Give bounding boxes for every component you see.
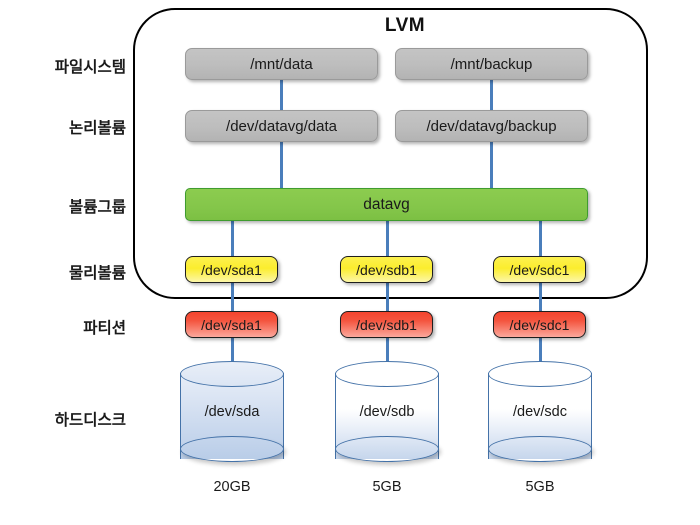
- disk-label-sdc: /dev/sdc: [513, 404, 567, 420]
- partition-node-sda1[interactable]: /dev/sda1: [185, 311, 278, 338]
- disk-node-sda[interactable]: /dev/sda: [180, 360, 284, 472]
- disk-top-ellipse-sda: [180, 361, 284, 387]
- connector-part-sdc1-to-disk-sdc: [539, 338, 542, 362]
- connector-pv-sdb1-to-part-sdb1: [386, 283, 389, 312]
- row-label-filesystem: 파일시스템: [54, 59, 126, 76]
- filesystem-label-mnt-data: /mnt/data: [250, 55, 313, 73]
- partition-label-sda1: /dev/sda1: [201, 316, 262, 333]
- disk-node-sdb[interactable]: /dev/sdb: [335, 360, 439, 472]
- disk-bottom-ellipse-sdc: [488, 436, 592, 462]
- connector-vg-to-pv-sdc1: [539, 220, 542, 257]
- disk-capacity-sdc: 5GB: [525, 479, 555, 495]
- volume-group-label-datavg: datavg: [363, 195, 410, 213]
- logical-volume-node-data[interactable]: /dev/datavg/data: [185, 110, 378, 142]
- physical-volume-node-sdb1[interactable]: /dev/sdb1: [340, 256, 433, 283]
- lvm-boundary-box: [133, 8, 648, 299]
- physical-volume-label-sda1: /dev/sda1: [201, 261, 262, 278]
- connector-part-sdb1-to-disk-sdb: [386, 338, 389, 362]
- row-label-partition: 파티션: [83, 320, 126, 337]
- volume-group-node-datavg[interactable]: datavg: [185, 188, 588, 221]
- partition-label-sdc1: /dev/sdc1: [509, 316, 570, 333]
- disk-capacity-sda: 20GB: [213, 479, 251, 495]
- physical-volume-label-sdb1: /dev/sdb1: [356, 261, 417, 278]
- partition-node-sdb1[interactable]: /dev/sdb1: [340, 311, 433, 338]
- logical-volume-node-backup[interactable]: /dev/datavg/backup: [395, 110, 588, 142]
- lvm-title: LVM: [384, 15, 426, 36]
- filesystem-node-mnt-backup[interactable]: /mnt/backup: [395, 48, 588, 80]
- connector-pv-sdc1-to-part-sdc1: [539, 283, 542, 312]
- connector-lv-data-to-vg: [280, 142, 283, 189]
- physical-volume-node-sda1[interactable]: /dev/sda1: [185, 256, 278, 283]
- filesystem-label-mnt-backup: /mnt/backup: [450, 55, 533, 73]
- row-label-volume-group: 볼륨그룹: [68, 199, 126, 216]
- physical-volume-node-sdc1[interactable]: /dev/sdc1: [493, 256, 586, 283]
- physical-volume-label-sdc1: /dev/sdc1: [509, 261, 570, 278]
- disk-label-sda: /dev/sda: [204, 404, 260, 420]
- disk-bottom-ellipse-sdb: [335, 436, 439, 462]
- row-label-physical-volume: 물리볼륨: [68, 265, 126, 282]
- disk-node-sdc[interactable]: /dev/sdc: [488, 360, 592, 472]
- row-label-logical-volume: 논리볼륨: [68, 120, 126, 137]
- connector-vg-to-pv-sdb1: [386, 220, 389, 257]
- disk-bottom-ellipse-sda: [180, 436, 284, 462]
- logical-volume-label-backup: /dev/datavg/backup: [426, 117, 557, 135]
- connector-pv-sda1-to-part-sda1: [231, 283, 234, 312]
- filesystem-node-mnt-data[interactable]: /mnt/data: [185, 48, 378, 80]
- connector-part-sda1-to-disk-sda: [231, 338, 234, 362]
- row-label-harddisk: 하드디스크: [54, 412, 126, 429]
- partition-node-sdc1[interactable]: /dev/sdc1: [493, 311, 586, 338]
- disk-label-sdb: /dev/sdb: [359, 404, 415, 420]
- connector-lv-backup-to-vg: [490, 142, 493, 189]
- disk-top-ellipse-sdb: [335, 361, 439, 387]
- connector-fs-backup-to-lv-backup: [490, 80, 493, 110]
- disk-top-ellipse-sdc: [488, 361, 592, 387]
- partition-label-sdb1: /dev/sdb1: [356, 316, 417, 333]
- connector-fs-data-to-lv-data: [280, 80, 283, 110]
- connector-vg-to-pv-sda1: [231, 220, 234, 257]
- disk-capacity-sdb: 5GB: [372, 479, 402, 495]
- logical-volume-label-data: /dev/datavg/data: [226, 117, 337, 135]
